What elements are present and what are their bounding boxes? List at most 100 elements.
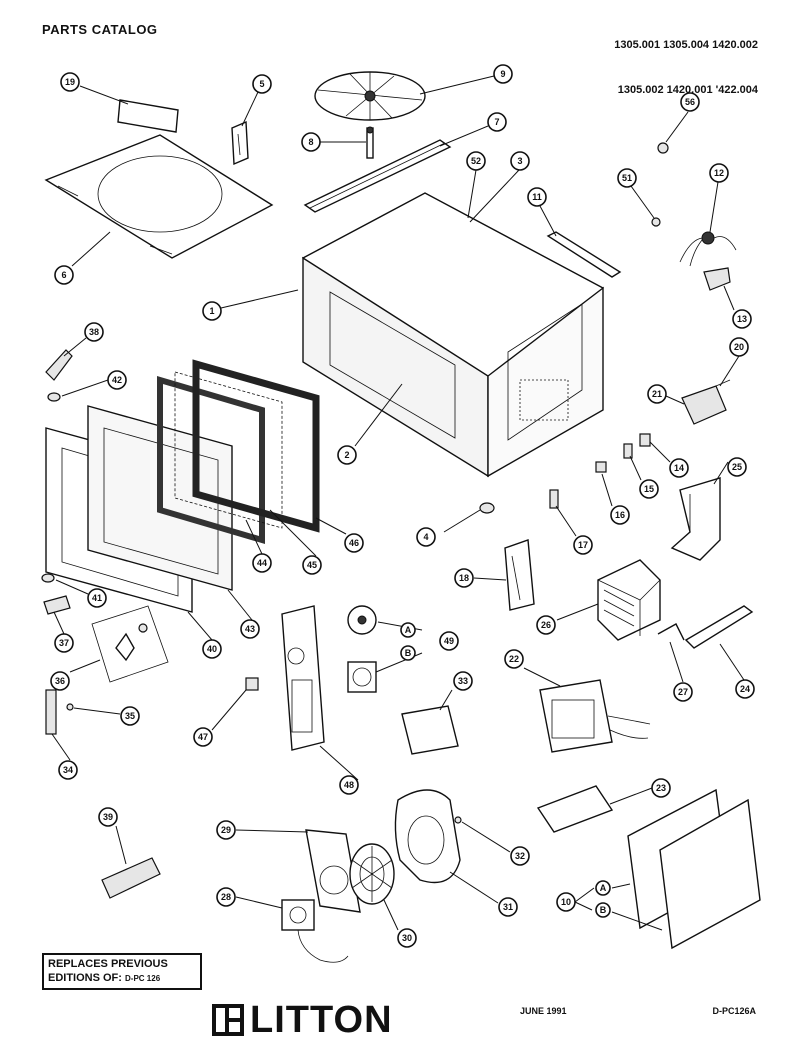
callout-12: 12 bbox=[709, 163, 729, 183]
part-37-drawing bbox=[43, 595, 71, 615]
part-9-stirrer-fan-drawing bbox=[314, 71, 426, 121]
callout-37: 37 bbox=[54, 633, 74, 653]
callout-9: 9 bbox=[493, 64, 513, 84]
sub-label-49-a: A bbox=[400, 622, 416, 638]
callout-24: 24 bbox=[735, 679, 755, 699]
svg-text:56: 56 bbox=[685, 97, 695, 107]
callout-3: 3 bbox=[510, 151, 530, 171]
part-49-b-motor-drawing bbox=[347, 661, 377, 693]
callout-49: 49 bbox=[439, 631, 459, 651]
svg-text:42: 42 bbox=[112, 375, 122, 385]
svg-text:11: 11 bbox=[532, 192, 542, 202]
callout-10: 10 bbox=[556, 892, 576, 912]
svg-text:25: 25 bbox=[732, 462, 742, 472]
leader-lines bbox=[51, 75, 745, 931]
part-24-bracket-drawing bbox=[684, 605, 754, 649]
part-8-shaft-drawing bbox=[366, 126, 374, 159]
svg-text:16: 16 bbox=[615, 510, 625, 520]
part-42-drawing bbox=[47, 392, 61, 402]
part-28-fan-motor-drawing bbox=[281, 899, 349, 963]
svg-text:21: 21 bbox=[652, 389, 662, 399]
callout-15: 15 bbox=[639, 479, 659, 499]
callout-51: 51 bbox=[617, 168, 637, 188]
callout-47: 47 bbox=[193, 727, 213, 747]
part-1-cabinet-drawing bbox=[301, 192, 604, 478]
svg-text:14: 14 bbox=[674, 463, 684, 473]
part-49-a-motor-drawing bbox=[347, 605, 377, 635]
svg-text:45: 45 bbox=[307, 560, 317, 570]
svg-text:27: 27 bbox=[678, 687, 688, 697]
callout-1: 1 bbox=[202, 301, 222, 321]
callout-45: 45 bbox=[302, 555, 322, 575]
svg-text:22: 22 bbox=[509, 654, 519, 664]
callout-41: 41 bbox=[87, 588, 107, 608]
svg-text:40: 40 bbox=[207, 644, 217, 654]
part-33-shield-drawing bbox=[401, 705, 459, 755]
svg-text:23: 23 bbox=[656, 783, 666, 793]
svg-text:3: 3 bbox=[517, 156, 522, 166]
svg-text:2: 2 bbox=[344, 450, 349, 460]
callout-46: 46 bbox=[344, 533, 364, 553]
part-10-b-panel-drawing bbox=[659, 798, 761, 950]
svg-text:41: 41 bbox=[92, 593, 102, 603]
callout-22: 22 bbox=[504, 649, 524, 669]
callout-4: 4 bbox=[416, 527, 436, 547]
part-38-latch-drawing bbox=[45, 349, 73, 381]
callout-30: 30 bbox=[397, 928, 417, 948]
callout-48: 48 bbox=[339, 775, 359, 795]
part-14-drawing bbox=[639, 433, 651, 447]
callout-39: 39 bbox=[98, 807, 118, 827]
callout-27: 27 bbox=[673, 682, 693, 702]
callout-44: 44 bbox=[252, 553, 272, 573]
part-30-fan-blade-drawing bbox=[349, 843, 395, 905]
svg-text:52: 52 bbox=[471, 156, 481, 166]
model-numbers: 1305.001 1305.004 1420.002 1305.002 1420… bbox=[614, 8, 758, 128]
svg-text:A: A bbox=[600, 883, 607, 893]
svg-text:4: 4 bbox=[423, 532, 428, 542]
svg-text:A: A bbox=[405, 625, 412, 635]
replaces-previous-editions-box: REPLACES PREVIOUS EDITIONS OF: D-PC 126 bbox=[42, 953, 202, 990]
part-18-drawing bbox=[504, 539, 535, 611]
part-23-board-drawing bbox=[536, 785, 614, 833]
callout-16: 16 bbox=[610, 505, 630, 525]
part-7-channel-bracket-drawing bbox=[303, 139, 452, 213]
svg-text:39: 39 bbox=[103, 812, 113, 822]
svg-text:37: 37 bbox=[59, 638, 69, 648]
callout-31: 31 bbox=[498, 897, 518, 917]
svg-text:19: 19 bbox=[65, 77, 75, 87]
part-5-bracket-drawing bbox=[231, 120, 249, 166]
callout-56: 56 bbox=[680, 92, 700, 112]
callout-8: 8 bbox=[301, 132, 321, 152]
callout-36: 36 bbox=[50, 671, 70, 691]
callout-28: 28 bbox=[216, 887, 236, 907]
replaces-edition-code: D-PC 126 bbox=[125, 974, 161, 983]
part-22-transformer-drawing bbox=[539, 679, 651, 753]
part-11-bar-drawing bbox=[546, 231, 622, 278]
svg-text:8: 8 bbox=[308, 137, 313, 147]
svg-text:43: 43 bbox=[245, 624, 255, 634]
svg-text:B: B bbox=[405, 648, 412, 658]
svg-text:47: 47 bbox=[198, 732, 208, 742]
part-16-drawing bbox=[595, 461, 607, 473]
part-41-drawing bbox=[41, 573, 55, 583]
callout-23: 23 bbox=[651, 778, 671, 798]
part-56-drawing bbox=[657, 142, 669, 154]
brand-name: LITTON bbox=[250, 999, 393, 1041]
callout-14: 14 bbox=[669, 458, 689, 478]
svg-text:18: 18 bbox=[459, 573, 469, 583]
part-4-drawing bbox=[479, 502, 495, 514]
part-27-diode-drawing bbox=[657, 623, 685, 641]
svg-text:12: 12 bbox=[714, 168, 724, 178]
callout-21: 21 bbox=[647, 384, 667, 404]
svg-text:24: 24 bbox=[740, 684, 750, 694]
callout-32: 32 bbox=[510, 846, 530, 866]
litton-logo: LITTON bbox=[212, 1000, 393, 1040]
svg-text:B: B bbox=[600, 905, 607, 915]
svg-text:36: 36 bbox=[55, 676, 65, 686]
part-19-plate-drawing bbox=[117, 99, 179, 133]
part-35-drawing bbox=[66, 703, 74, 711]
publication-date: JUNE 1991 bbox=[520, 1006, 567, 1016]
svg-text:10: 10 bbox=[561, 897, 571, 907]
litton-logo-mark-icon bbox=[212, 1004, 244, 1036]
